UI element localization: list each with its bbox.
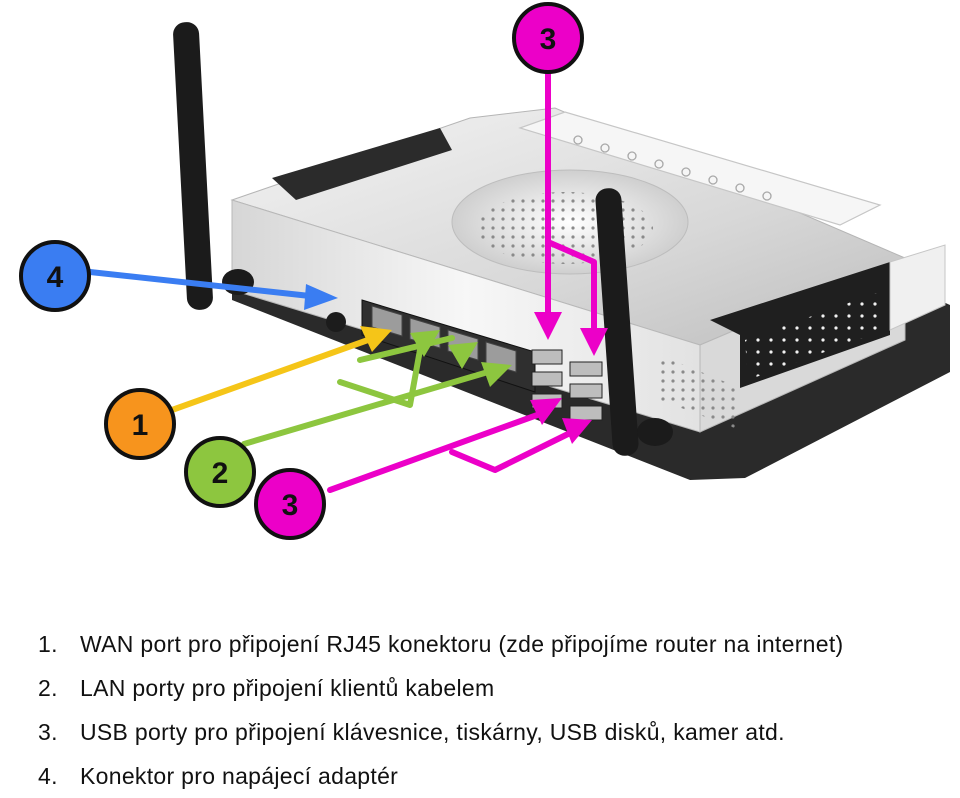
antenna-right [595, 188, 639, 456]
legend-text: LAN porty pro připojení klientů kabelem [80, 675, 495, 701]
badge-2: 2 [184, 436, 256, 508]
badge-1: 1 [104, 388, 176, 460]
legend-text: USB porty pro připojení klávesnice, tisk… [80, 719, 785, 745]
legend-text: Konektor pro napájecí adaptér [80, 763, 399, 789]
antenna-left [173, 22, 213, 310]
badge-4: 4 [19, 240, 91, 312]
router-base [232, 212, 950, 480]
badge-3-top: 3 [512, 2, 584, 74]
right-vent-holes [745, 290, 885, 380]
arrows-3-bottom [327, 398, 592, 493]
badge-4-label: 4 [47, 261, 64, 294]
power-connector [326, 312, 346, 332]
led-icons [573, 135, 772, 201]
front-vent [660, 355, 740, 430]
badge-3-bottom: 3 [254, 468, 326, 540]
arrow-4 [87, 269, 338, 310]
legend-list: 1. WAN port pro připojení RJ45 konektoru… [38, 622, 843, 798]
badge-1-label: 1 [132, 409, 149, 442]
legend-number: 1. [38, 631, 58, 657]
legend-item: 4. Konektor pro napájecí adaptér [38, 754, 843, 798]
badge-3-top-label: 3 [540, 23, 557, 56]
legend-number: 3. [38, 719, 58, 745]
legend-item: 2. LAN porty pro připojení klientů kabel… [38, 666, 843, 710]
right-end-cap [889, 244, 946, 331]
callout-arrows [87, 65, 608, 493]
router-top-stripe [272, 128, 452, 200]
legend-item: 3. USB porty pro připojení klávesnice, t… [38, 710, 843, 754]
router-illustration [173, 22, 950, 480]
legend-item: 1. WAN port pro připojení RJ45 konektoru… [38, 622, 843, 666]
arrows-2 [241, 330, 512, 447]
badge-2-label: 2 [212, 457, 229, 490]
legend-number: 4. [38, 763, 58, 789]
legend-text: WAN port pro připojení RJ45 konektoru (z… [80, 631, 844, 657]
router-diagram: 1 2 3 3 4 [19, 2, 950, 540]
top-vent-holes [477, 192, 653, 264]
badge-3-bottom-label: 3 [282, 489, 299, 522]
legend-number: 2. [38, 675, 58, 701]
antenna-right-base [637, 418, 673, 446]
arrow-1 [169, 326, 392, 413]
arrows-3-top [534, 65, 608, 356]
